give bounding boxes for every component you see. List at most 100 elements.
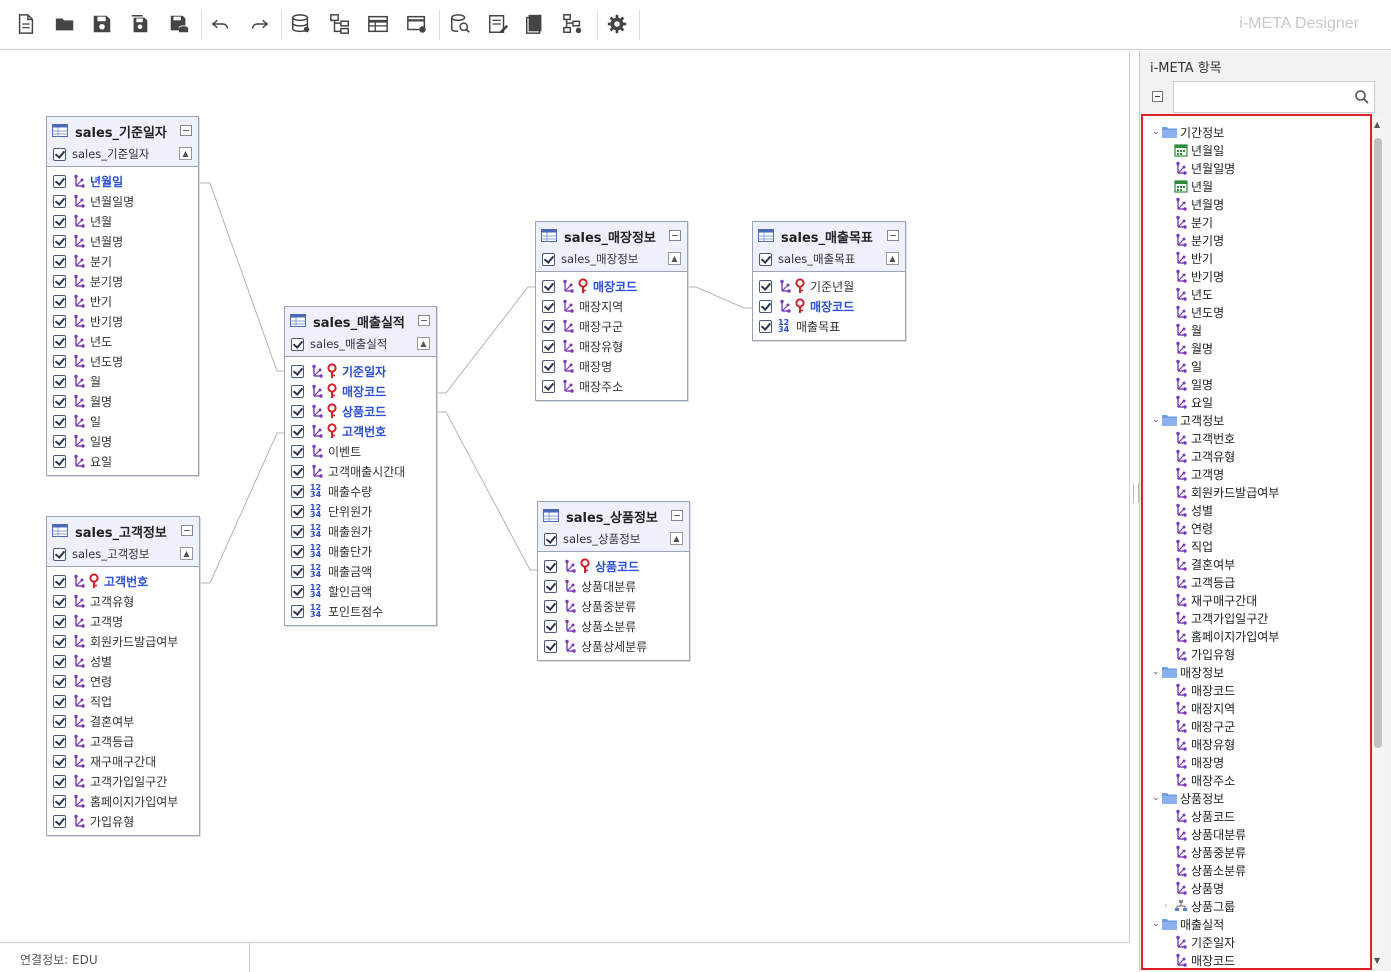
field-row[interactable]: 기준년월 — [753, 276, 905, 296]
table-header[interactable]: sales_매장정보 sales_매장정보 ▲ — [536, 222, 687, 272]
tree-item[interactable]: 홈페이지가입여부 — [1143, 627, 1370, 645]
field-checkbox[interactable] — [53, 414, 66, 428]
new-document-icon[interactable] — [14, 12, 38, 36]
save-db-icon[interactable] — [167, 12, 191, 36]
field-checkbox[interactable] — [291, 584, 304, 598]
redo-icon[interactable] — [247, 12, 271, 36]
table-select-checkbox[interactable] — [544, 532, 557, 546]
table-select-checkbox[interactable] — [542, 252, 555, 266]
field-checkbox[interactable] — [759, 319, 772, 333]
field-row[interactable]: 재구매구간대 — [47, 751, 199, 771]
tree-item[interactable]: 년도 — [1143, 285, 1370, 303]
tree-item[interactable]: 반기명 — [1143, 267, 1370, 285]
tree-item[interactable]: 고객등급 — [1143, 573, 1370, 591]
field-row[interactable]: 고객유형 — [47, 591, 199, 611]
tree-item[interactable]: 상품중분류 — [1143, 843, 1370, 861]
settings-icon[interactable] — [605, 12, 629, 36]
field-checkbox[interactable] — [53, 194, 66, 208]
field-row[interactable]: 고객번호 — [285, 421, 436, 441]
field-row[interactable]: 일명 — [47, 431, 198, 451]
chevron-down-icon[interactable]: ⌄ — [1152, 667, 1160, 677]
tree-item[interactable]: 반기 — [1143, 249, 1370, 267]
list-edit-icon[interactable] — [486, 12, 510, 36]
field-checkbox[interactable] — [542, 379, 555, 393]
tree-item[interactable]: 상품명 — [1143, 879, 1370, 897]
field-row[interactable]: 년월 — [47, 211, 198, 231]
field-row[interactable]: 가입유형 — [47, 811, 199, 831]
panel-splitter[interactable] — [1131, 51, 1139, 971]
scroll-thumb[interactable] — [1374, 138, 1382, 748]
field-checkbox[interactable] — [544, 579, 557, 593]
field-checkbox[interactable] — [759, 279, 772, 293]
field-checkbox[interactable] — [53, 294, 66, 308]
field-row[interactable]: 고객매출시간대 — [285, 461, 436, 481]
field-row[interactable]: 상품코드 — [285, 401, 436, 421]
schema-tree-icon[interactable] — [328, 12, 352, 36]
tree-folder[interactable]: ⌄ 기간정보 — [1143, 123, 1370, 141]
field-checkbox[interactable] — [291, 444, 304, 458]
table-header[interactable]: sales_매출실적 sales_매출실적 ▲ — [285, 307, 436, 357]
field-checkbox[interactable] — [53, 254, 66, 268]
field-checkbox[interactable] — [544, 599, 557, 613]
collapse-table-button[interactable]: ▲ — [180, 547, 193, 560]
tree-item[interactable]: 고객유형 — [1143, 447, 1370, 465]
entity-table-sales[interactable]: sales_매출실적 sales_매출실적 ▲ 기준일자 매장코드 상품코드 고… — [284, 306, 437, 626]
table-select-checkbox[interactable] — [53, 147, 66, 161]
collapse-table-button[interactable]: ▲ — [886, 252, 899, 265]
field-checkbox[interactable] — [53, 734, 66, 748]
field-checkbox[interactable] — [53, 674, 66, 688]
collapse-table-button[interactable]: ▲ — [670, 532, 683, 545]
tree-item[interactable]: 상품소분류 — [1143, 861, 1370, 879]
field-checkbox[interactable] — [291, 364, 304, 378]
collapse-table-button[interactable]: ▲ — [179, 147, 192, 160]
field-row[interactable]: 월명 — [47, 391, 198, 411]
field-row[interactable]: 이벤트 — [285, 441, 436, 461]
field-row[interactable]: 년월일 — [47, 171, 198, 191]
tree-item[interactable]: 가입유형 — [1143, 645, 1370, 663]
tree-item[interactable]: 재구매구간대 — [1143, 591, 1370, 609]
tree-item[interactable]: 매장유형 — [1143, 735, 1370, 753]
hierarchy-settings-icon[interactable] — [561, 12, 585, 36]
field-row[interactable]: 매장코드 — [753, 296, 905, 316]
field-row[interactable]: 상품대분류 — [538, 576, 689, 596]
tree-item[interactable]: 매장지역 — [1143, 699, 1370, 717]
tree-item[interactable]: 성별 — [1143, 501, 1370, 519]
field-checkbox[interactable] — [53, 714, 66, 728]
tree-item[interactable]: 분기명 — [1143, 231, 1370, 249]
tree-item[interactable]: 기준일자 — [1143, 933, 1370, 951]
field-checkbox[interactable] — [53, 594, 66, 608]
tree-item[interactable]: 년월명 — [1143, 195, 1370, 213]
tree-item[interactable]: 년월일 — [1143, 141, 1370, 159]
field-checkbox[interactable] — [544, 639, 557, 653]
table-menu-button[interactable] — [887, 230, 899, 241]
table-design-icon[interactable] — [366, 12, 390, 36]
field-checkbox[interactable] — [53, 634, 66, 648]
field-checkbox[interactable] — [53, 814, 66, 828]
db-search-icon[interactable] — [448, 12, 472, 36]
field-checkbox[interactable] — [544, 559, 557, 573]
chevron-down-icon[interactable]: ⌄ — [1152, 415, 1160, 425]
table-menu-button[interactable] — [181, 525, 193, 536]
tree-item[interactable]: 년월 — [1143, 177, 1370, 195]
tree-item[interactable]: 매장명 — [1143, 753, 1370, 771]
tree-item[interactable]: 매장구군 — [1143, 717, 1370, 735]
entity-table-cust[interactable]: sales_고객정보 sales_고객정보 ▲ 고객번호 고객유형 고객명 회원… — [46, 516, 200, 836]
field-checkbox[interactable] — [53, 394, 66, 408]
field-row[interactable]: 분기 — [47, 251, 198, 271]
tree-item[interactable]: 상품코드 — [1143, 807, 1370, 825]
tree-item[interactable]: 일명 — [1143, 375, 1370, 393]
tree-item[interactable]: 분기 — [1143, 213, 1370, 231]
field-checkbox[interactable] — [53, 614, 66, 628]
field-checkbox[interactable] — [53, 754, 66, 768]
tree-folder[interactable]: ⌄ 상품정보 — [1143, 789, 1370, 807]
search-input[interactable] — [1173, 81, 1375, 113]
field-checkbox[interactable] — [291, 604, 304, 618]
field-checkbox[interactable] — [53, 794, 66, 808]
chevron-down-icon[interactable]: ⌄ — [1152, 919, 1160, 929]
field-row[interactable]: 매장코드 — [285, 381, 436, 401]
field-row[interactable]: 년월명 — [47, 231, 198, 251]
